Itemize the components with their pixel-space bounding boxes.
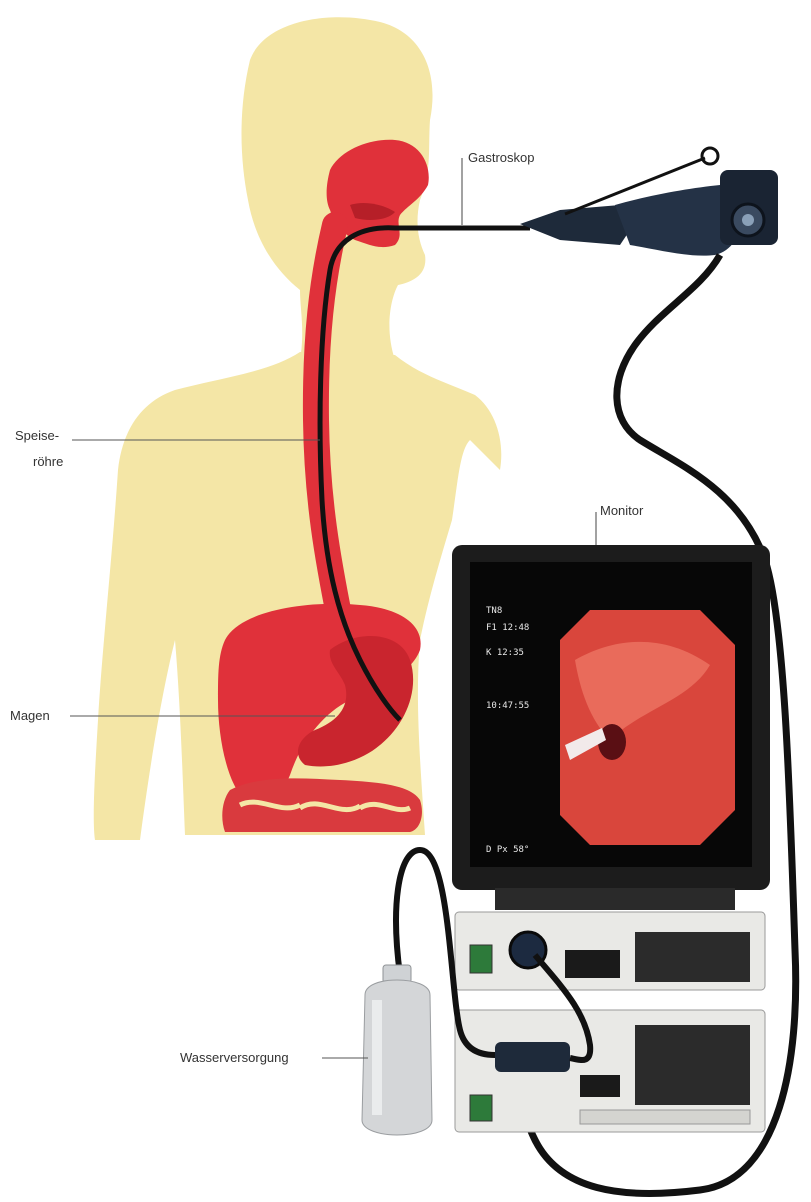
monitor-label: Monitor	[600, 503, 644, 518]
esophagus-label-line1: Speise-	[15, 428, 59, 443]
processor-upper-panel	[635, 932, 750, 982]
torso	[94, 352, 502, 840]
water-bottle-icon	[362, 965, 432, 1135]
screen-text-line4: 10:47:55	[486, 701, 529, 711]
screen-text-line1: TN8	[486, 606, 502, 616]
monitor-stand	[495, 888, 735, 910]
processor-lower-display	[580, 1075, 620, 1097]
processor-lower-base	[580, 1110, 750, 1124]
processor-upper-display	[565, 950, 620, 978]
scope-connector	[495, 1042, 570, 1072]
water-supply-label: Wasserversorgung	[180, 1050, 289, 1065]
monitor-icon: TN8 F1 12:48 K 12:35 10:47:55 D Px 58°	[452, 545, 770, 910]
gastroscope-label: Gastroskop	[468, 150, 534, 165]
screen-text-line3: K 12:35	[486, 648, 524, 658]
stomach-label: Magen	[10, 708, 50, 723]
screen-text-footer: D Px 58°	[486, 845, 529, 855]
bottle-shine	[372, 1000, 382, 1115]
esophagus-label-line2: röhre	[33, 454, 63, 469]
processor-lower-panel	[635, 1025, 750, 1105]
gastroscope-icon	[520, 148, 778, 256]
scope-ring	[702, 148, 718, 164]
scope-control-wheel-inner	[742, 214, 754, 226]
processor-unit-icon	[455, 912, 765, 1132]
screen-text-line2: F1 12:48	[486, 623, 529, 633]
processor-upper-switch	[470, 945, 492, 973]
processor-lower-switch	[470, 1095, 492, 1121]
